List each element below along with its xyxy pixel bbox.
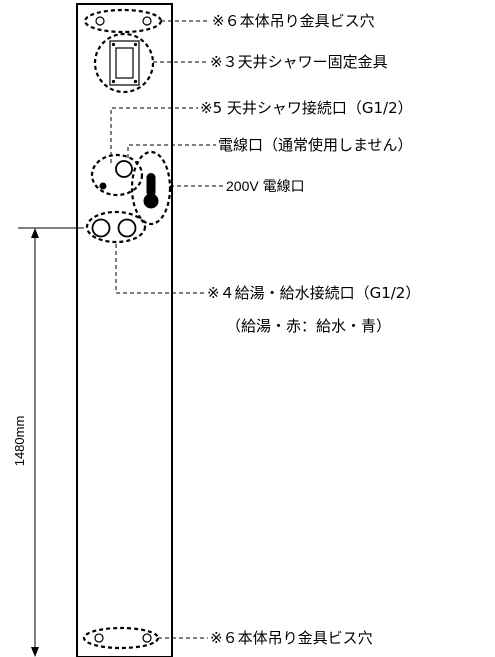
- wire-inlet-hole-icon: [99, 182, 107, 190]
- cold-water-port-icon: [117, 218, 137, 238]
- water-connection-callout-ring: [85, 210, 147, 244]
- height-dimension-label: 1480mm: [12, 416, 27, 467]
- shower-connection-and-wire-inlet: [90, 153, 144, 197]
- screw-hole-icon: [142, 633, 152, 643]
- leader-line: [115, 244, 205, 294]
- top-hanging-holes: [83, 8, 163, 34]
- screw-hole-icon: [94, 633, 104, 643]
- bottom-hanging-holes: [82, 626, 160, 650]
- unit-panel-outline: [76, 3, 173, 657]
- arrow-down-icon: [31, 647, 39, 657]
- label-wire-inlet-200v: 200V 電線口: [226, 178, 305, 194]
- bracket-plate-icon: [109, 40, 140, 86]
- bracket-callout-ring: [93, 32, 155, 94]
- label-hot-cold-connection: ※４給湯・給水接続口（G1/2）: [207, 284, 420, 302]
- label-ceiling-shower-bracket: ※３天井シャワー固定金具: [210, 53, 388, 71]
- shower-connection-callout-ring: [90, 153, 144, 197]
- keyhole-slot-icon: [146, 173, 156, 197]
- wire-inlet-200v-callout-ring: [130, 150, 172, 226]
- label-ceiling-shower-connection: ※5 天井シャワ接続口（G1/2）: [200, 99, 413, 117]
- shower-connection-port-icon: [115, 160, 133, 178]
- hot-water-port-icon: [91, 218, 111, 238]
- label-wire-inlet-unused: 電線口（通常使用しません）: [218, 136, 413, 154]
- height-dimension: 1480mm: [12, 227, 84, 657]
- label-hot-cold-colors: （給湯・赤：給水・青）: [226, 317, 391, 335]
- label-bottom-hanging-holes: ※６本体吊り金具ビス穴: [210, 629, 373, 647]
- leader-line: [110, 107, 198, 163]
- arrow-up-icon: [31, 228, 39, 238]
- leader-line: [127, 144, 216, 158]
- keyhole-icon: [143, 193, 159, 209]
- label-top-hanging-holes: ※６本体吊り金具ビス穴: [212, 12, 375, 30]
- bracket-slot-icon: [115, 47, 134, 79]
- screw-hole-icon: [95, 16, 105, 26]
- ceiling-shower-bracket: [93, 32, 155, 94]
- screw-hole-icon: [142, 16, 152, 26]
- hot-cold-connections: [85, 210, 147, 244]
- wire-inlet-200v: [130, 150, 172, 226]
